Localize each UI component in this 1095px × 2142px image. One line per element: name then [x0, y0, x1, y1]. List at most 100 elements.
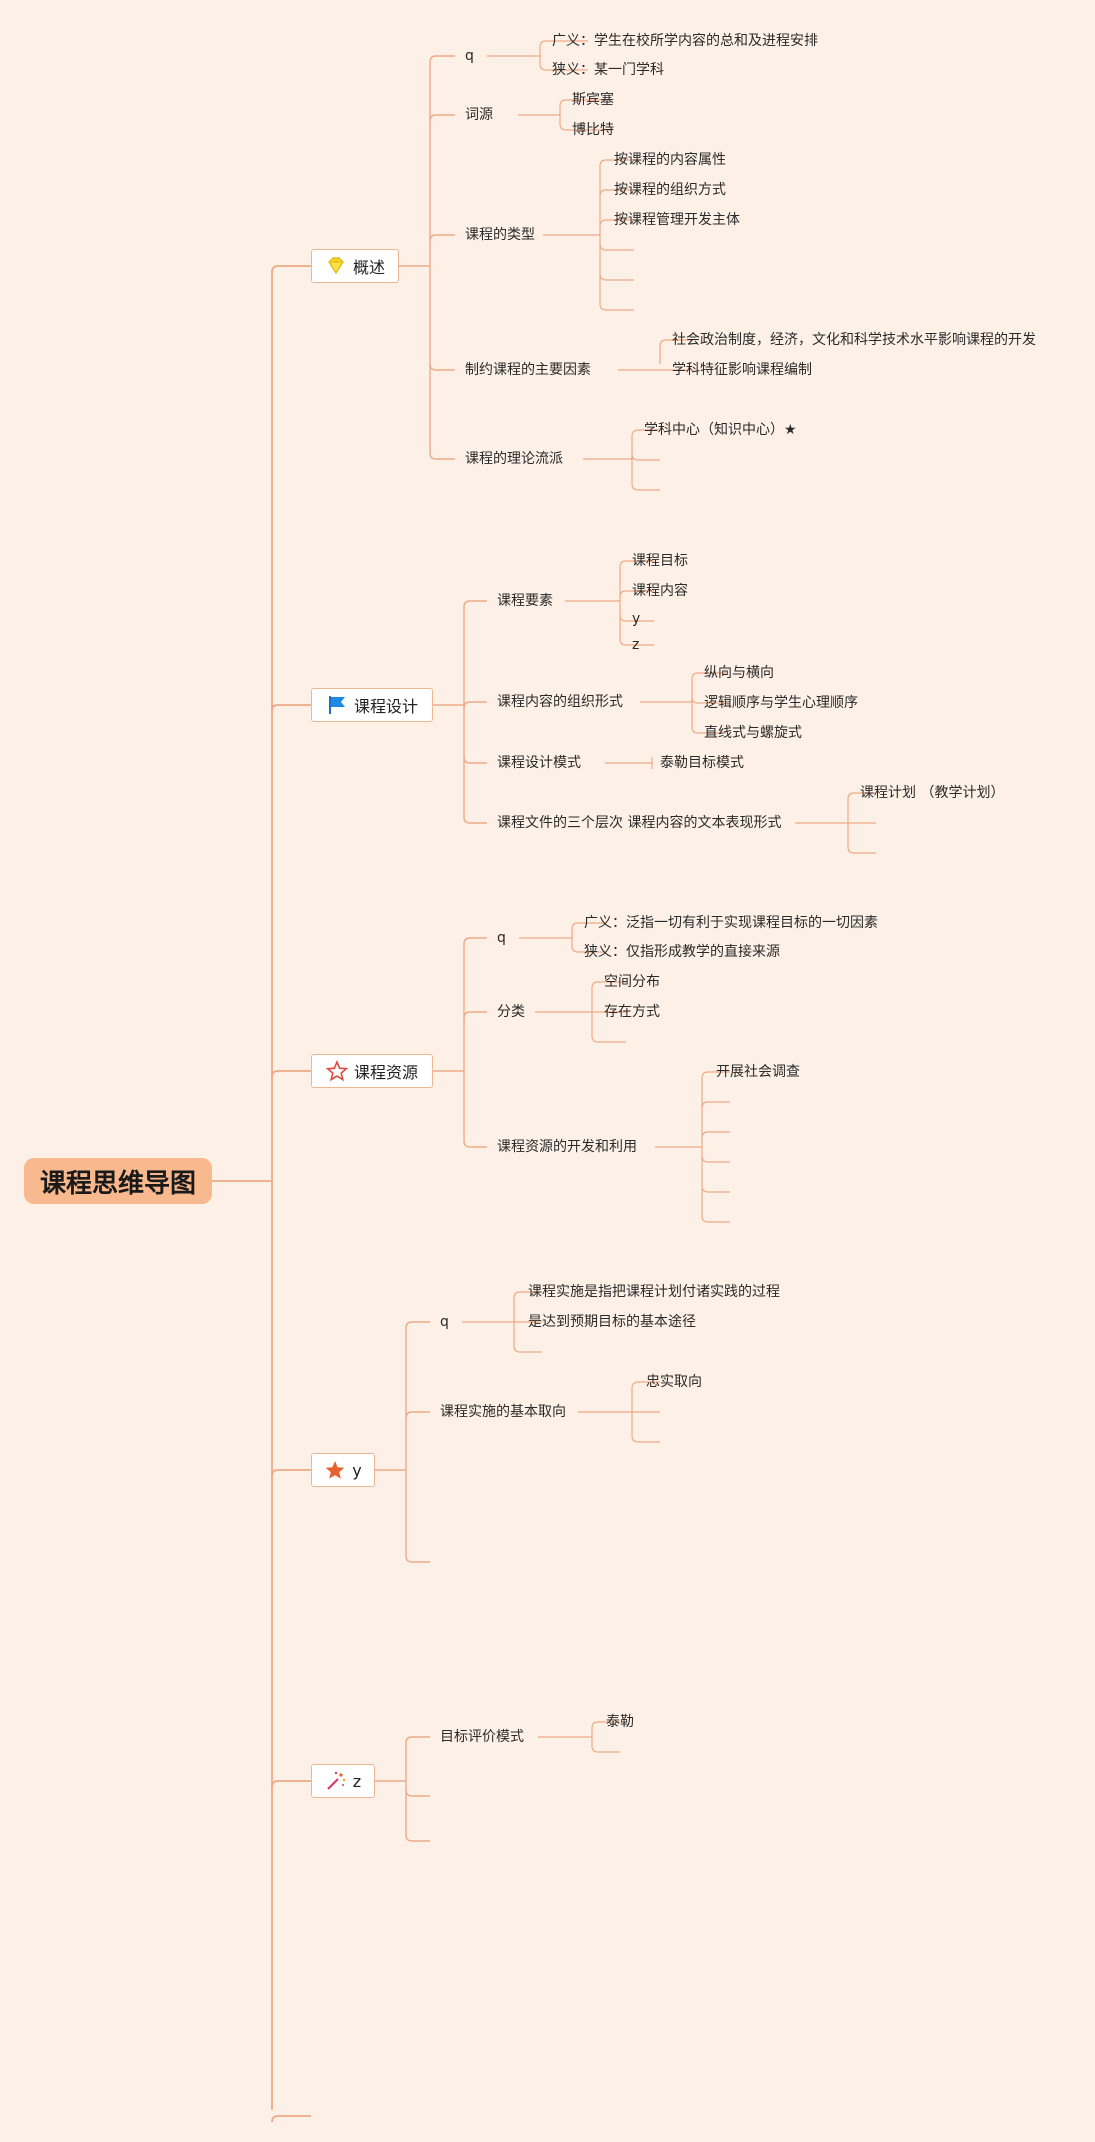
- connector: [429, 363, 455, 371]
- branch-course-resources[interactable]: 课程资源: [311, 1054, 433, 1088]
- branch-label: z: [352, 1771, 362, 1791]
- connector: [701, 1131, 730, 1139]
- connector: [591, 1721, 620, 1729]
- subtopic-label[interactable]: 广义：学生在校所学内容的总和及进程安排: [552, 33, 818, 49]
- subtopic-label[interactable]: 课程内容: [632, 583, 688, 599]
- topic-label[interactable]: 课程文件的三个层次 课程内容的文本表现形式: [497, 815, 782, 831]
- topic-label[interactable]: 目标评价模式: [440, 1729, 524, 1745]
- connector: [429, 114, 455, 122]
- topic-label[interactable]: 分类: [497, 1004, 525, 1020]
- connector: [559, 99, 610, 107]
- connector: [631, 453, 660, 461]
- subtopic-label[interactable]: 是达到预期目标的基本途径: [528, 1314, 696, 1330]
- connector: [271, 2115, 311, 2123]
- subtopic-label[interactable]: 课程实施是指把课程计划付诸实践的过程: [528, 1284, 780, 1300]
- subtopic-label[interactable]: 广义：泛指一切有利于实现课程目标的一切因素: [584, 915, 878, 931]
- connector: [405, 1321, 430, 1329]
- subtopic-label[interactable]: 社会政治制度，经济，文化和科学技术水平影响课程的开发: [672, 332, 1036, 348]
- subtopic-label[interactable]: 逻辑顺序与学生心理顺序: [704, 695, 858, 711]
- topic-label[interactable]: 课程资源的开发和利用: [497, 1139, 637, 1155]
- connector: [691, 672, 726, 680]
- subtopic-label[interactable]: 课程目标: [632, 553, 688, 569]
- subtopic-label[interactable]: 按课程的组织方式: [614, 182, 726, 198]
- subtopic-label[interactable]: 泰勒目标模式: [660, 755, 744, 771]
- magic-wand-icon: [325, 1770, 347, 1792]
- connector: [701, 1215, 730, 1223]
- subtopic-label[interactable]: 存在方式: [604, 1004, 660, 1020]
- branch-course-design[interactable]: 课程设计: [311, 688, 433, 722]
- connector: [463, 701, 487, 709]
- branch-label: 课程设计: [353, 697, 418, 716]
- branch-z[interactable]: z: [311, 1764, 375, 1798]
- connector: [463, 937, 487, 945]
- connector: [271, 1469, 311, 1477]
- subtopic-label[interactable]: 纵向与横向: [704, 665, 774, 681]
- topic-label[interactable]: q: [440, 1314, 449, 1330]
- connector: [631, 1435, 660, 1443]
- connector: [701, 1101, 730, 1109]
- connector: [599, 159, 634, 167]
- connector: [405, 1834, 430, 1842]
- topic-label[interactable]: 课程内容的组织形式: [497, 694, 623, 710]
- diamond-icon: [325, 255, 347, 277]
- connector: [271, 704, 311, 712]
- topic-label[interactable]: 课程的类型: [465, 227, 535, 243]
- branch-label: y: [352, 1460, 362, 1480]
- connector: [631, 483, 660, 491]
- topic-label[interactable]: 课程设计模式: [497, 755, 581, 771]
- topic-label[interactable]: q: [465, 48, 474, 64]
- subtopic-label[interactable]: 斯宾塞: [572, 92, 614, 108]
- star-outline-icon: [325, 1060, 348, 1082]
- connector: [631, 1381, 660, 1389]
- connector: [513, 1291, 542, 1299]
- topic-label[interactable]: 课程的理论流派: [465, 451, 563, 467]
- subtopic-label[interactable]: y: [632, 611, 641, 627]
- subtopic-label[interactable]: 忠实取向: [646, 1374, 702, 1390]
- connector: [571, 945, 606, 953]
- branch-y[interactable]: y: [311, 1453, 375, 1487]
- connector: [701, 1155, 730, 1163]
- connector: [271, 1780, 311, 1788]
- connector: [631, 429, 660, 437]
- connector: [619, 614, 654, 622]
- subtopic-label[interactable]: 课程计划 （教学计划）: [860, 785, 1005, 801]
- connector: [405, 1411, 430, 1419]
- connector: [659, 339, 694, 347]
- subtopic-label[interactable]: 按课程的内容属性: [614, 152, 726, 168]
- connector: [539, 63, 588, 71]
- subtopic-label[interactable]: 学科中心（知识中心）★: [644, 422, 797, 438]
- subtopic-label[interactable]: 按课程管理开发主体: [614, 212, 740, 228]
- topic-label[interactable]: 课程实施的基本取向: [440, 1404, 566, 1420]
- connector: [429, 234, 455, 242]
- subtopic-label[interactable]: 直线式与螺旋式: [704, 725, 802, 741]
- subtopic-label[interactable]: 狭义：某一门学科: [552, 62, 664, 78]
- connector: [463, 816, 487, 824]
- connector: [405, 1555, 430, 1563]
- subtopic-label[interactable]: z: [632, 637, 640, 653]
- subtopic-label[interactable]: 狭义：仅指形成教学的直接来源: [584, 944, 780, 960]
- connector: [429, 55, 455, 63]
- connector: [619, 560, 654, 568]
- topic-label[interactable]: 制约课程的主要因素: [465, 362, 591, 378]
- connector: [463, 600, 487, 608]
- connector: [691, 726, 726, 734]
- connector: [513, 1345, 542, 1353]
- topic-label[interactable]: 词源: [465, 107, 493, 123]
- topic-label[interactable]: 课程要素: [497, 593, 553, 609]
- root-node[interactable]: 课程思维导图: [24, 1158, 212, 1204]
- connector: [559, 123, 610, 131]
- topic-label[interactable]: q: [497, 930, 506, 946]
- branch-overview[interactable]: 概述: [311, 249, 399, 283]
- subtopic-label[interactable]: 学科特征影响课程编制: [672, 362, 812, 378]
- connector: [599, 243, 634, 251]
- subtopic-label[interactable]: 开展社会调查: [716, 1064, 800, 1080]
- subtopic-label[interactable]: 博比特: [572, 122, 614, 138]
- connector: [701, 1071, 730, 1079]
- subtopic-label[interactable]: 泰勒: [606, 1714, 634, 1730]
- connector: [463, 1011, 487, 1019]
- connector: [847, 792, 876, 800]
- subtopic-label[interactable]: 空间分布: [604, 974, 660, 990]
- connector: [463, 1140, 487, 1148]
